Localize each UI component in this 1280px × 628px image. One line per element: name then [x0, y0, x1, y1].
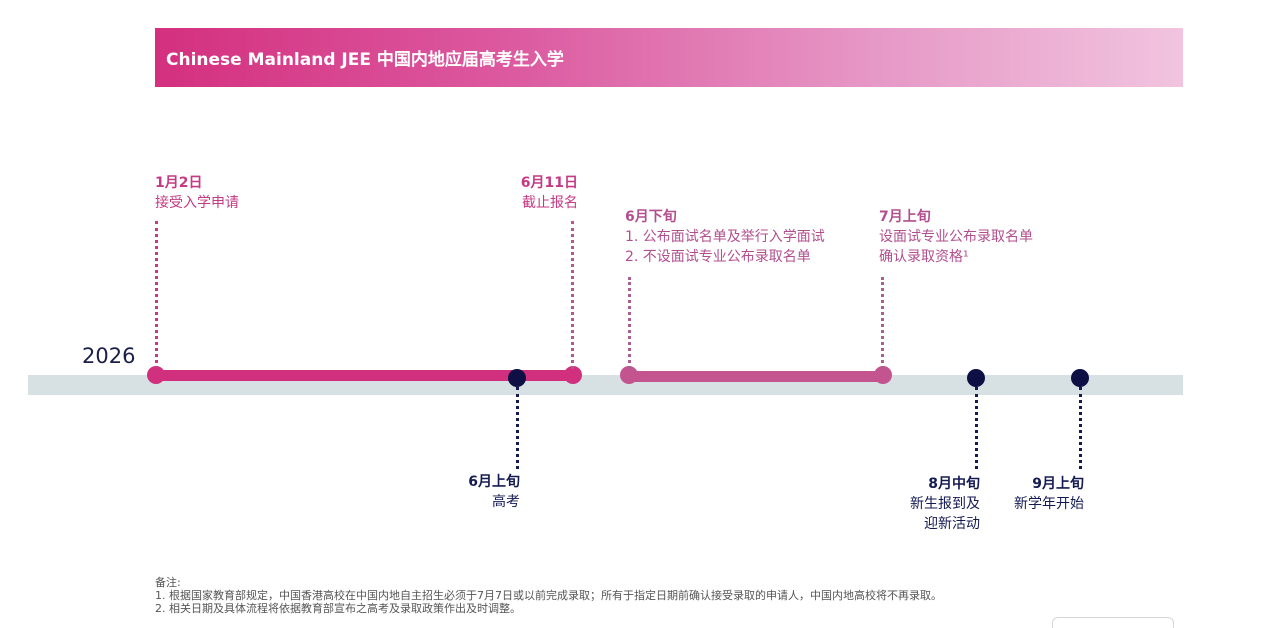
event-mid-aug: 8月中旬 新生报到及 迎新活动 [880, 474, 980, 534]
event-date: 9月上旬 [1032, 476, 1084, 492]
event-desc: 截止报名 [522, 195, 578, 211]
notes-heading: 备注: [155, 576, 181, 589]
event-early-sep: 9月上旬 新学年开始 [984, 474, 1084, 514]
interview-period-bar [628, 371, 883, 382]
event-date: 6月11日 [520, 175, 578, 191]
note-item: 2. 相关日期及具体流程将依据教育部宣布之高考及录取政策作出及时调整。 [155, 602, 521, 615]
year-label: 2026 [82, 344, 136, 368]
header-banner: Chinese Mainland JEE 中国内地应届高考生入学 [155, 28, 1183, 87]
note-item: 1. 根据国家教育部规定，中国香港高校在中国内地自主招生必须于7月7日或以前完成… [155, 589, 942, 602]
event-date: 6月上旬 [468, 474, 520, 490]
connector-mid-aug [975, 387, 978, 469]
event-desc: 新学年开始 [1014, 496, 1084, 512]
event-jun11: 6月11日 截止报名 [478, 173, 578, 213]
event-desc: 1. 公布面试名单及举行入学面试 [625, 229, 825, 245]
event-desc: 设面试专业公布录取名单 [879, 229, 1033, 245]
application-period-bar [156, 370, 572, 381]
footnotes: 备注: 1. 根据国家教育部规定，中国香港高校在中国内地自主招生必须于7月7日或… [155, 576, 942, 615]
event-jan2: 1月2日 接受入学申请 [155, 173, 239, 213]
event-desc: 迎新活动 [924, 516, 980, 532]
event-date: 1月2日 [155, 175, 203, 191]
event-date: 7月上旬 [879, 209, 931, 225]
milestone-dot-early-jul [874, 366, 892, 384]
milestone-dot-jan2 [147, 366, 165, 384]
event-early-jun: 6月上旬 高考 [420, 472, 520, 512]
event-date: 8月中旬 [928, 476, 980, 492]
milestone-dot-mid-aug [967, 369, 985, 387]
connector-early-jun [516, 387, 519, 469]
event-desc: 接受入学申请 [155, 195, 239, 211]
event-desc: 2. 不设面试专业公布录取名单 [625, 249, 811, 265]
connector-late-jun [628, 277, 631, 369]
milestone-dot-early-sep [1071, 369, 1089, 387]
event-late-jun: 6月下旬 1. 公布面试名单及举行入学面试 2. 不设面试专业公布录取名单 [625, 207, 825, 267]
milestone-dot-late-jun [620, 366, 638, 384]
connector-jan2 [155, 221, 158, 369]
event-desc: 新生报到及 [910, 496, 980, 512]
milestone-dot-early-jun-gaokao [508, 369, 526, 387]
connector-early-sep [1079, 387, 1082, 469]
connector-early-jul [881, 277, 884, 369]
milestone-dot-jun11 [564, 366, 582, 384]
corner-widget [1052, 617, 1174, 628]
event-desc: 确认录取资格¹ [879, 249, 969, 265]
event-early-jul: 7月上旬 设面试专业公布录取名单 确认录取资格¹ [879, 207, 1033, 267]
event-desc: 高考 [492, 494, 520, 510]
header-title: Chinese Mainland JEE 中国内地应届高考生入学 [166, 50, 564, 70]
event-date: 6月下旬 [625, 209, 677, 225]
connector-jun11 [571, 221, 574, 369]
